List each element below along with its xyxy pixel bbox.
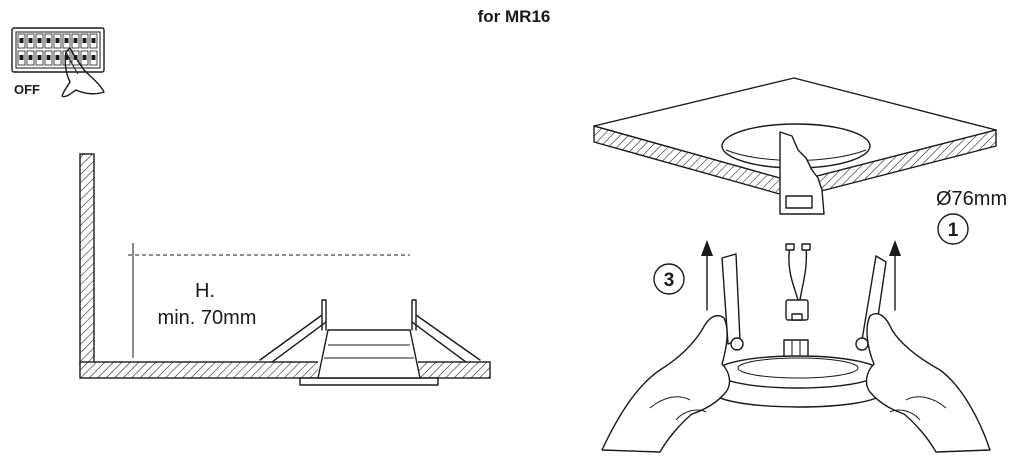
breaker-toggle [28,55,33,60]
breaker-toggle [19,55,24,60]
breaker-toggle [37,55,42,60]
ceiling-panel: Ø76mm [593,77,1007,215]
breaker-toggle [46,38,51,43]
breaker-toggle [28,38,33,43]
breaker-toggle [55,38,60,43]
wall-section [79,153,95,365]
page-title: for MR16 [478,7,551,26]
downlight-fixture [259,299,481,386]
breaker-toggle [91,38,96,43]
up-arrow-icon [701,240,713,311]
breaker-toggle [19,38,24,43]
downlight-housing [711,253,887,408]
up-arrow-icon [889,240,901,311]
right-hand [865,312,991,453]
min-height-label: min. 70mm [158,307,257,329]
height-label: H. [195,280,215,302]
step-3-badge: 3 [653,263,685,295]
step-1-number: 1 [948,220,959,241]
left-hand [601,314,731,453]
cutout-diameter-label: Ø76mm [936,188,1007,210]
breaker-toggle [82,55,87,60]
breaker-off-label: OFF [14,82,40,97]
ceiling-board [79,361,491,379]
breaker-toggle [55,55,60,60]
breaker-toggle [91,55,96,60]
breaker-toggle [46,55,51,60]
step-1-badge: 1 [937,213,969,245]
step-3-number: 3 [664,270,675,291]
circuit-breaker-off-icon: OFF [11,27,105,98]
ceiling-cross-section: H. min. 70mm [79,153,491,386]
breaker-toggle [82,38,87,43]
breaker-toggle [64,38,69,43]
breaker-toggle [37,38,42,43]
breaker-toggle [73,38,78,43]
breaker-toggle [64,55,69,60]
lamp-connector [785,243,811,321]
